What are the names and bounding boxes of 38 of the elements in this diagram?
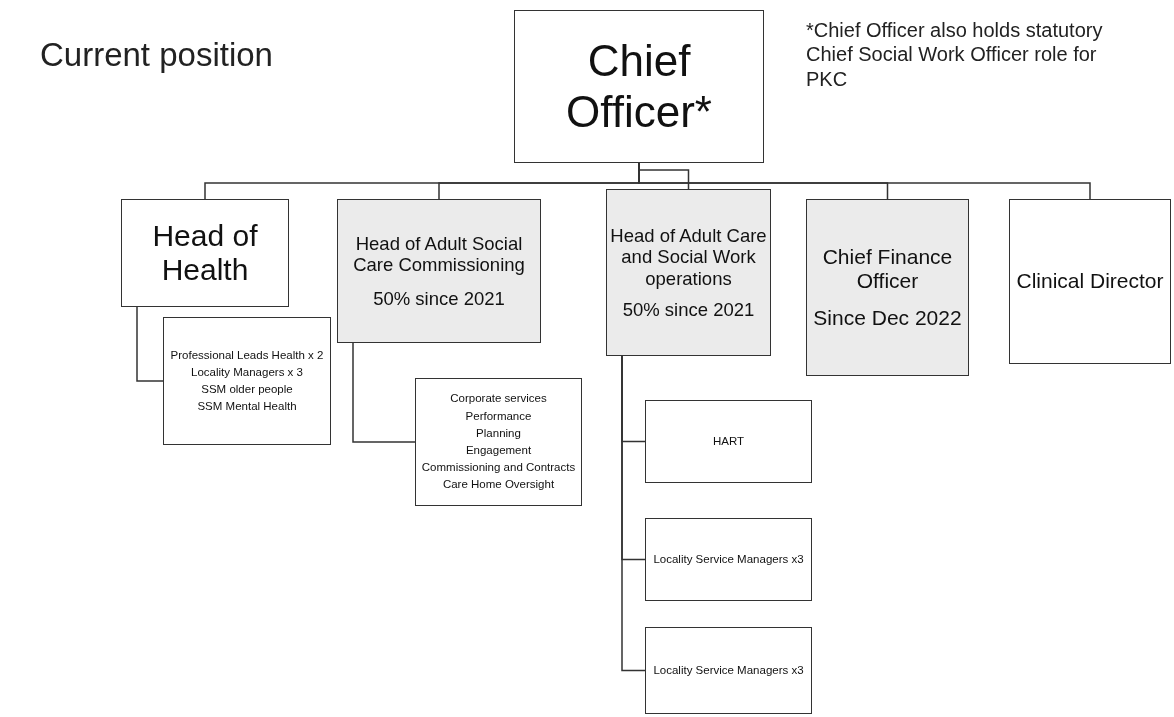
role-note: 50% since 2021: [373, 287, 505, 309]
role-title: Head of Adult Care and Social Work operations: [609, 224, 768, 289]
connector-line: [352, 342, 416, 443]
role-box: [514, 10, 764, 163]
role-note: 50% since 2021: [622, 298, 755, 321]
connector-line: [136, 306, 164, 382]
role-box: [337, 199, 541, 343]
role-note: Since Dec 2022: [813, 305, 962, 330]
role-box: [121, 199, 289, 307]
role-box: [1009, 199, 1171, 364]
team-text: Commissioning and Contracts: [421, 461, 576, 475]
role-box: [606, 189, 771, 356]
team-text: Corporate services: [450, 392, 547, 406]
team-list-box: [415, 378, 582, 506]
team-box: [645, 400, 812, 483]
team-text: HART: [712, 434, 745, 449]
team-text: Performance: [465, 409, 532, 423]
team-text: SSM Mental Health: [197, 400, 297, 414]
team-list-box: [163, 317, 331, 445]
role-box: [806, 199, 969, 376]
role-title: Head of Health: [151, 218, 259, 288]
team-text: SSM older people: [201, 383, 293, 397]
role-title: Chief Finance Officer: [821, 245, 954, 294]
team-text: Professional Leads Health x 2: [170, 348, 324, 362]
team-text: Engagement: [465, 444, 532, 458]
team-text: Locality Managers x 3: [191, 365, 303, 379]
team-box: [645, 627, 812, 714]
connector-line: [621, 355, 646, 672]
role-title: Clinical Director: [1016, 269, 1164, 294]
role-title: Head of Adult Social Care Commissioning: [352, 233, 526, 276]
slide-title: Current position: [40, 36, 273, 74]
team-box: [645, 518, 812, 601]
team-text: Locality Service Managers x3: [653, 552, 804, 567]
team-text: Care Home Oversight: [442, 478, 555, 492]
footnote-text: *Chief Officer also holds statutory Chief Social Work Officer role for PKC: [806, 18, 1104, 92]
team-text: Locality Service Managers x3: [653, 663, 804, 678]
team-text: Planning: [476, 426, 521, 440]
role-title: Chief Officer*: [565, 35, 713, 138]
